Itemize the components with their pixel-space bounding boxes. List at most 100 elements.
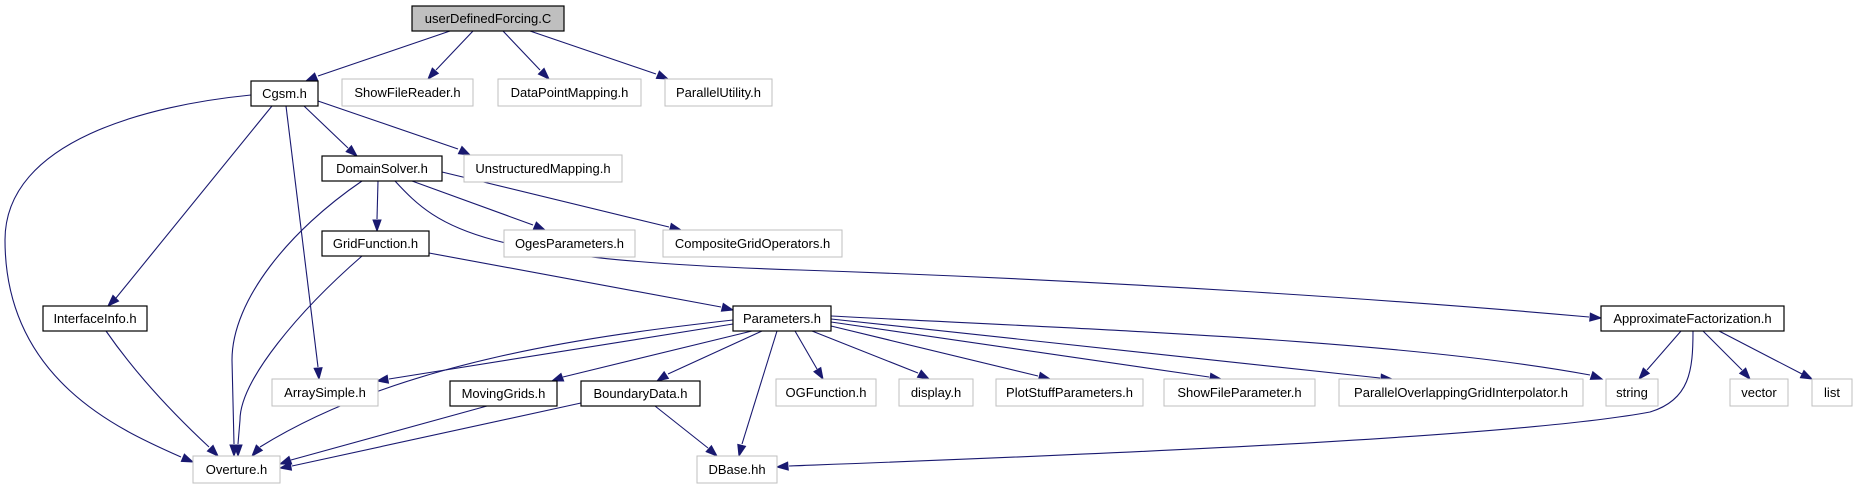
edge-line — [376, 180, 379, 220]
arrow-head-icon — [457, 145, 472, 156]
edge-line — [741, 330, 778, 445]
node-box[interactable] — [321, 155, 443, 182]
node-box[interactable] — [732, 305, 832, 332]
node-label: Overture.h — [206, 462, 267, 477]
edge-line — [428, 252, 722, 308]
arrow-head-icon — [251, 444, 264, 458]
node-box[interactable] — [42, 305, 148, 332]
edge-line — [411, 180, 534, 226]
arrow-head-icon — [278, 461, 293, 471]
arrow-head-icon — [916, 369, 931, 380]
node-box — [775, 378, 877, 407]
node-box[interactable] — [321, 230, 430, 257]
node-label: InterfaceInfo.h — [53, 311, 136, 326]
node-InterfaceInfo[interactable]: InterfaceInfo.h — [42, 305, 148, 332]
arrow-head-icon — [233, 444, 243, 458]
edge-Parameters-to-ParallelOverlappingGridInterpolator — [830, 318, 1394, 383]
node-box — [898, 378, 974, 407]
edge-line — [259, 319, 734, 448]
node-GridFunction[interactable]: GridFunction.h — [321, 230, 430, 257]
node-label: DomainSolver.h — [336, 161, 428, 176]
arrow-head-icon — [720, 302, 735, 312]
node-Parameters[interactable]: Parameters.h — [732, 305, 832, 332]
node-label: ShowFileReader.h — [354, 85, 460, 100]
arrow-head-icon — [180, 453, 195, 463]
node-PlotStuffParameters: PlotStuffParameters.h — [995, 378, 1144, 407]
node-Cgsm[interactable]: Cgsm.h — [250, 80, 319, 107]
arrow-head-icon — [375, 374, 390, 384]
arrow-head-icon — [532, 221, 547, 231]
edge-line — [237, 255, 363, 445]
arrow-head-icon — [1738, 367, 1751, 381]
edge-line — [317, 100, 459, 150]
edge-line — [811, 330, 919, 374]
edge-ApproximateFactorization-to-list — [1718, 330, 1814, 380]
arrow-head-icon — [372, 219, 382, 233]
edges-layer — [4, 30, 1814, 471]
node-string: string — [1605, 378, 1659, 407]
arrow-head-icon — [775, 461, 789, 471]
edge-ApproximateFactorization-to-DBase — [775, 330, 1694, 471]
edge-line — [794, 330, 818, 370]
node-label: CompositeGridOperators.h — [675, 236, 830, 251]
edge-GridFunction-to-Parameters — [428, 252, 735, 312]
arrow-head-icon — [278, 455, 293, 465]
edge-BoundaryData-to-Overture — [278, 402, 582, 471]
node-MovingGrids[interactable]: MovingGrids.h — [449, 380, 558, 407]
arrow-head-icon — [1589, 370, 1604, 380]
edge-line — [105, 330, 210, 448]
node-BoundaryData[interactable]: BoundaryData.h — [580, 380, 701, 407]
node-box[interactable] — [250, 80, 319, 107]
edge-line — [830, 321, 1210, 378]
arrow-head-icon — [550, 372, 565, 382]
node-box — [1605, 378, 1659, 407]
edge-userDefinedForcing-to-Cgsm — [304, 30, 451, 82]
node-label: MovingGrids.h — [462, 386, 546, 401]
edge-InterfaceInfo-to-Overture — [105, 330, 220, 458]
edge-line — [529, 30, 657, 75]
edge-line — [654, 405, 709, 449]
node-display: display.h — [898, 378, 974, 407]
edge-line — [1646, 330, 1682, 371]
arrow-head-icon — [1589, 312, 1603, 322]
node-label: GridFunction.h — [333, 236, 418, 251]
node-label: vector — [1741, 385, 1777, 400]
edge-userDefinedForcing-to-ParallelUtility — [529, 30, 670, 80]
node-box — [192, 455, 281, 484]
node-box[interactable] — [580, 380, 701, 407]
edge-line — [502, 30, 541, 71]
node-box[interactable] — [449, 380, 558, 407]
node-box — [696, 455, 778, 484]
node-ShowFileReader: ShowFileReader.h — [341, 78, 474, 107]
node-box — [1729, 378, 1789, 407]
node-label: DBase.hh — [708, 462, 765, 477]
edge-Parameters-to-OGFunction — [794, 330, 824, 381]
node-box[interactable] — [1600, 305, 1785, 332]
node-ApproximateFactorization[interactable]: ApproximateFactorization.h — [1600, 305, 1785, 332]
edge-Parameters-to-string — [830, 315, 1604, 380]
node-box[interactable] — [411, 5, 565, 32]
edge-line — [667, 330, 763, 375]
arrow-head-icon — [1638, 367, 1651, 381]
node-box — [662, 229, 843, 258]
node-box — [664, 78, 773, 107]
node-label: UnstructuredMapping.h — [475, 161, 610, 176]
edge-Parameters-to-display — [811, 330, 931, 380]
arrow-head-icon — [427, 67, 440, 81]
node-DomainSolver[interactable]: DomainSolver.h — [321, 155, 443, 182]
node-list: list — [1811, 378, 1853, 407]
edge-userDefinedForcing-to-DataPointMapping — [502, 30, 551, 81]
node-DataPointMapping: DataPointMapping.h — [497, 78, 642, 107]
edge-line — [830, 318, 1381, 379]
edge-line — [115, 105, 273, 299]
node-label: OGFunction.h — [786, 385, 867, 400]
arrow-head-icon — [537, 67, 551, 81]
node-label: ParallelOverlappingGridInterpolator.h — [1354, 385, 1568, 400]
edge-line — [830, 325, 1039, 377]
arrow-head-icon — [655, 370, 670, 382]
node-userDefinedForcing[interactable]: userDefinedForcing.C — [411, 5, 565, 32]
edge-DomainSolver-to-GridFunction — [372, 180, 382, 233]
node-box — [995, 378, 1144, 407]
node-DBase: DBase.hh — [696, 455, 778, 484]
node-vector: vector — [1729, 378, 1789, 407]
